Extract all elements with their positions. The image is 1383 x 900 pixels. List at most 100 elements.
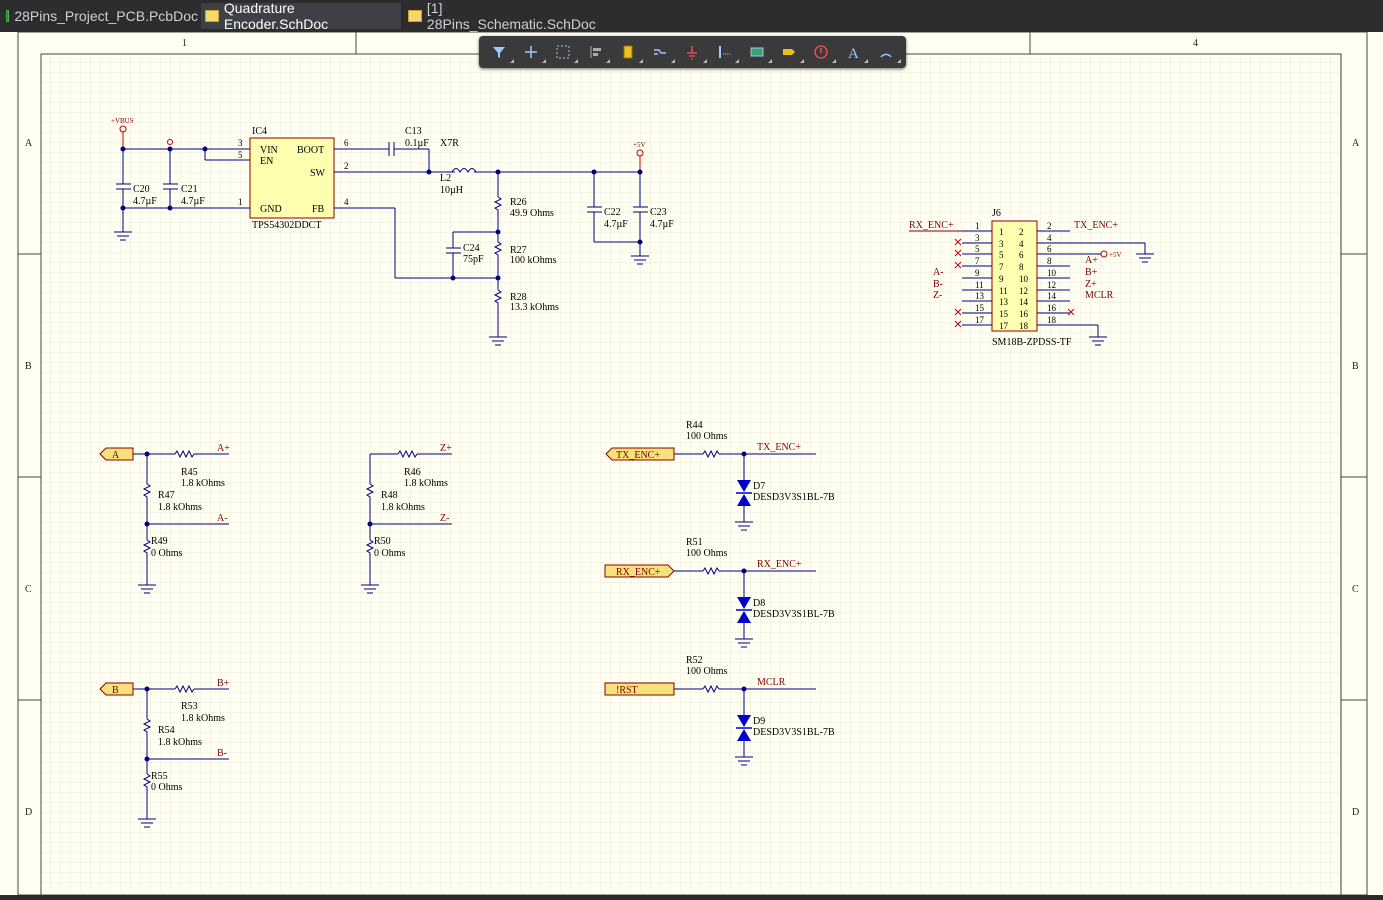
schematic-canvas[interactable]: 1 4 A A B B C C D D xyxy=(0,31,1383,896)
r53-ref: R53 xyxy=(181,701,198,712)
ic4-pin-en: EN xyxy=(260,156,273,167)
esd-port-0[interactable] xyxy=(605,447,675,461)
harness-icon[interactable] xyxy=(745,40,772,64)
r48-val: 1.8 kOhms xyxy=(381,502,425,513)
r55-ref: R55 xyxy=(151,771,168,782)
arc-icon[interactable] xyxy=(874,40,901,64)
port-icon[interactable] xyxy=(777,40,804,64)
frame-row-b-right: B xyxy=(1352,361,1359,372)
crosshair-icon[interactable] xyxy=(519,40,546,64)
c21-val: 4.7µF xyxy=(181,196,205,207)
text-icon[interactable]: A xyxy=(842,40,869,64)
encoder-z-section: Z+ Z- R46 1.8 kOhms R48 1.8 kOhms R50 0 … xyxy=(361,443,452,594)
esd-resistor-val: 100 Ohms xyxy=(686,548,728,559)
r26-ref: R26 xyxy=(510,197,527,208)
frame-row-a-right: A xyxy=(1352,138,1360,149)
frame-labels: 1 4 A A B B C C D D xyxy=(25,38,1360,818)
c21-ref: C21 xyxy=(181,184,198,195)
j6-inner-num: 18 xyxy=(1019,321,1029,331)
esd-net-label: MCLR xyxy=(757,677,786,688)
j6-inner-num: 5 xyxy=(999,250,1004,260)
j6-inner-num: 4 xyxy=(1019,239,1024,249)
tab-28pins-schematic[interactable]: [1] 28Pins_Schematic.SchDoc xyxy=(404,0,614,32)
j6-plus5v: +5V xyxy=(1109,251,1122,259)
connector-j6[interactable]: J6 SM18B-ZPDSS-TF +5V RX_ENC+ A- B- Z- T… xyxy=(909,208,1154,348)
l2-val: 10µH xyxy=(440,185,463,196)
j6-a-minus-label: A- xyxy=(933,267,944,278)
j6-pin-num: 6 xyxy=(1047,244,1052,254)
j6-pin-num: 9 xyxy=(975,268,980,278)
tab-quadrature-encoder[interactable]: Quadrature Encoder.SchDoc xyxy=(201,0,401,32)
esd-port-2[interactable] xyxy=(604,682,675,696)
j6-pin-num: 5 xyxy=(975,244,980,254)
j6-ref: J6 xyxy=(992,208,1001,219)
filter-icon[interactable] xyxy=(487,40,514,64)
port-a-label: A xyxy=(112,450,120,461)
esd-port-1[interactable] xyxy=(604,564,675,578)
r47-val: 1.8 kOhms xyxy=(158,502,202,513)
tvs-diode-icon xyxy=(737,597,751,609)
net-z-plus: Z+ xyxy=(440,443,452,454)
ground-icon[interactable] xyxy=(680,40,707,64)
ic4-num-boot: 6 xyxy=(344,138,349,148)
port-b-label: B xyxy=(112,685,119,696)
r55-val: 0 Ohms xyxy=(151,782,183,793)
j6-pin-num: 16 xyxy=(1047,303,1057,313)
port-a[interactable] xyxy=(99,447,134,461)
frame-row-d: D xyxy=(25,807,32,818)
schdoc-icon xyxy=(205,10,219,22)
encoder-b-section: B B+ B- R53 1.8 kOhms R54 1.8 kOhms R55 … xyxy=(99,678,230,828)
power-text: +VBUS +5V IC4 TPS54302DDCT VIN EN GND BO… xyxy=(111,117,674,313)
plus5v-label: +5V xyxy=(633,141,646,149)
component-icon[interactable] xyxy=(616,40,643,64)
select-rect-icon[interactable] xyxy=(551,40,578,64)
encoder-a-section: A A+ A- R45 1.8 kOhms R47 1.8 kOhms R49 … xyxy=(99,443,230,594)
align-icon[interactable] xyxy=(584,40,611,64)
vbus-label: +VBUS xyxy=(111,117,134,125)
c20-ref: C20 xyxy=(133,184,150,195)
c24-val: 75pF xyxy=(463,254,484,265)
j6-inner-num: 1 xyxy=(999,227,1004,237)
j6-b-plus-label: B+ xyxy=(1085,267,1098,278)
bus-icon[interactable] xyxy=(713,40,740,64)
net-a-minus: A- xyxy=(217,513,228,524)
r50-ref: R50 xyxy=(374,536,391,547)
tvs-diode-icon xyxy=(737,480,751,492)
r48-ref: R48 xyxy=(381,490,398,501)
ic4-num-vin: 3 xyxy=(238,138,243,148)
r46-val: 1.8 kOhms xyxy=(404,478,448,489)
tab-pcb-project[interactable]: 28Pins_Project_PCB.PcbDoc xyxy=(2,3,198,29)
ic4-num-fb: 4 xyxy=(344,197,349,207)
j6-mclr-label: MCLR xyxy=(1085,290,1114,301)
j6-pin-num: 1 xyxy=(975,221,980,231)
j6-part: SM18B-ZPDSS-TF xyxy=(992,337,1072,348)
j6-pin-num: 11 xyxy=(975,280,984,290)
esd-net-label: TX_ENC+ xyxy=(757,442,801,453)
x7r-label: X7R xyxy=(440,138,459,149)
frame-col-1: 1 xyxy=(182,38,187,49)
ic4-part: TPS54302DDCT xyxy=(252,220,321,231)
r50-val: 0 Ohms xyxy=(374,548,406,559)
active-bar-toolbar: A xyxy=(479,36,906,68)
l2-ref: L2 xyxy=(440,173,451,184)
r28-val: 13.3 kOhms xyxy=(510,302,559,313)
wire-icon[interactable] xyxy=(648,40,675,64)
j6-pin-num: 7 xyxy=(975,256,980,266)
c23-ref: C23 xyxy=(650,207,667,218)
j6-tx-label: TX_ENC+ xyxy=(1074,220,1118,231)
j6-inner-num: 11 xyxy=(999,286,1008,296)
esd-net-label: RX_ENC+ xyxy=(757,559,802,570)
j6-b-minus-label: B- xyxy=(933,279,943,290)
esd-diode-part: DESD3V3S1BL-7B xyxy=(753,492,835,503)
esd-resistor-ref: R52 xyxy=(686,655,703,666)
tab-label: 28Pins_Project_PCB.PcbDoc xyxy=(14,8,198,24)
no-erc-icon[interactable] xyxy=(809,40,836,64)
ic4-pin-sw: SW xyxy=(310,168,326,179)
esd-diode-part: DESD3V3S1BL-7B xyxy=(753,609,835,620)
port-b[interactable] xyxy=(99,682,134,696)
j6-inner-num: 6 xyxy=(1019,250,1024,260)
